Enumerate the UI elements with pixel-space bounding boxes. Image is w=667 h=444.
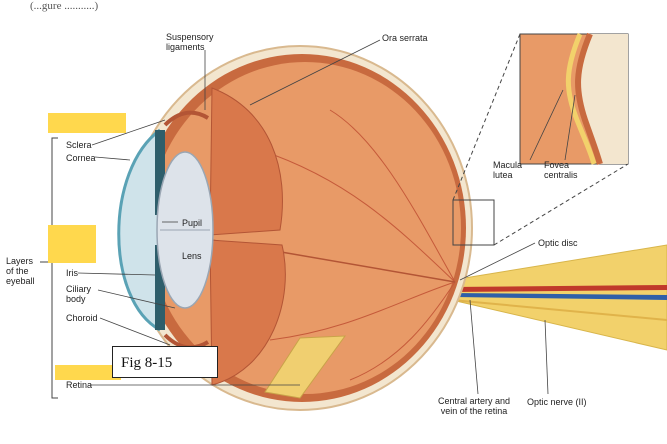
label-suspensory-ligaments: Suspensory ligaments	[166, 32, 214, 52]
label-ciliary-body: Ciliary body	[66, 284, 92, 304]
label-retina: Retina	[66, 380, 93, 390]
label-iris: Iris	[66, 268, 78, 278]
label-layers-of-eyeball: Layers of the eyeball	[6, 256, 35, 286]
figure-caption: Fig 8-15	[112, 346, 218, 378]
label-choroid: Choroid	[66, 313, 98, 323]
label-pupil: Pupil	[182, 218, 203, 228]
label-cornea: Cornea	[66, 153, 96, 163]
label-central-artery-vein: Central artery and vein of the retina	[438, 396, 511, 416]
label-macula-lutea: Macula lutea	[493, 160, 523, 180]
label-fovea-centralis: Fovea centralis	[544, 160, 578, 180]
label-optic-nerve: Optic nerve (II)	[527, 397, 587, 407]
highlight-box-bottom	[55, 365, 121, 380]
cropped-header-text: (...gure ...........)	[30, 0, 99, 12]
label-lens: Lens	[182, 251, 202, 261]
label-ora-serrata: Ora serrata	[382, 33, 428, 43]
label-optic-disc: Optic disc	[538, 238, 578, 248]
highlight-box-top	[48, 113, 126, 133]
label-sclera: Sclera	[66, 140, 92, 150]
highlight-box-middle	[48, 225, 96, 263]
